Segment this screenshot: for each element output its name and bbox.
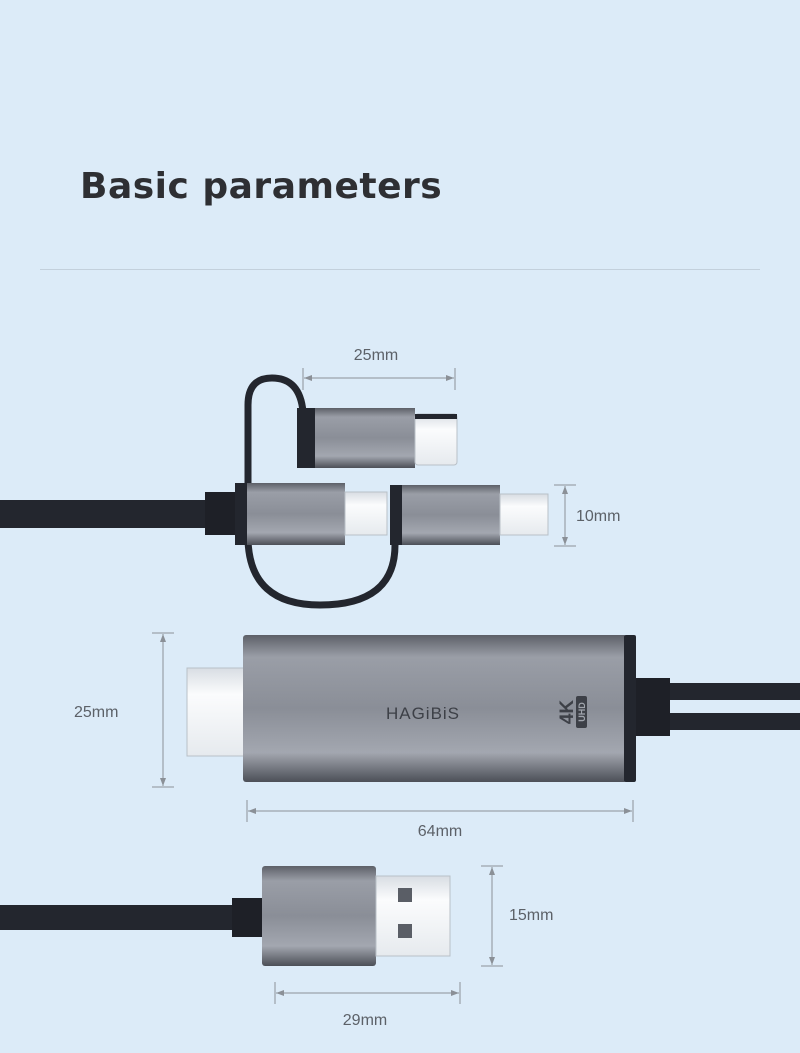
usb-height-label: 15mm xyxy=(509,907,553,924)
multi-adapter-cable xyxy=(0,374,549,609)
uhd-badge: UHD xyxy=(577,702,587,722)
adapter-height-label: 10mm xyxy=(576,508,620,525)
4k-badge: 4K xyxy=(557,700,578,725)
brand-logo: HAGiBiS xyxy=(386,704,460,723)
usb-connector xyxy=(0,866,451,966)
adapter-length-label: 25mm xyxy=(354,347,398,364)
page-title: Basic parameters xyxy=(80,166,443,207)
divider xyxy=(40,269,760,270)
hdmi-length-label: 64mm xyxy=(418,823,462,840)
usb-length-label: 29mm xyxy=(343,1012,387,1029)
hdmi-height-label: 25mm xyxy=(74,704,118,721)
hdmi-connector: HAGiBiS 4K UHD xyxy=(186,635,800,782)
